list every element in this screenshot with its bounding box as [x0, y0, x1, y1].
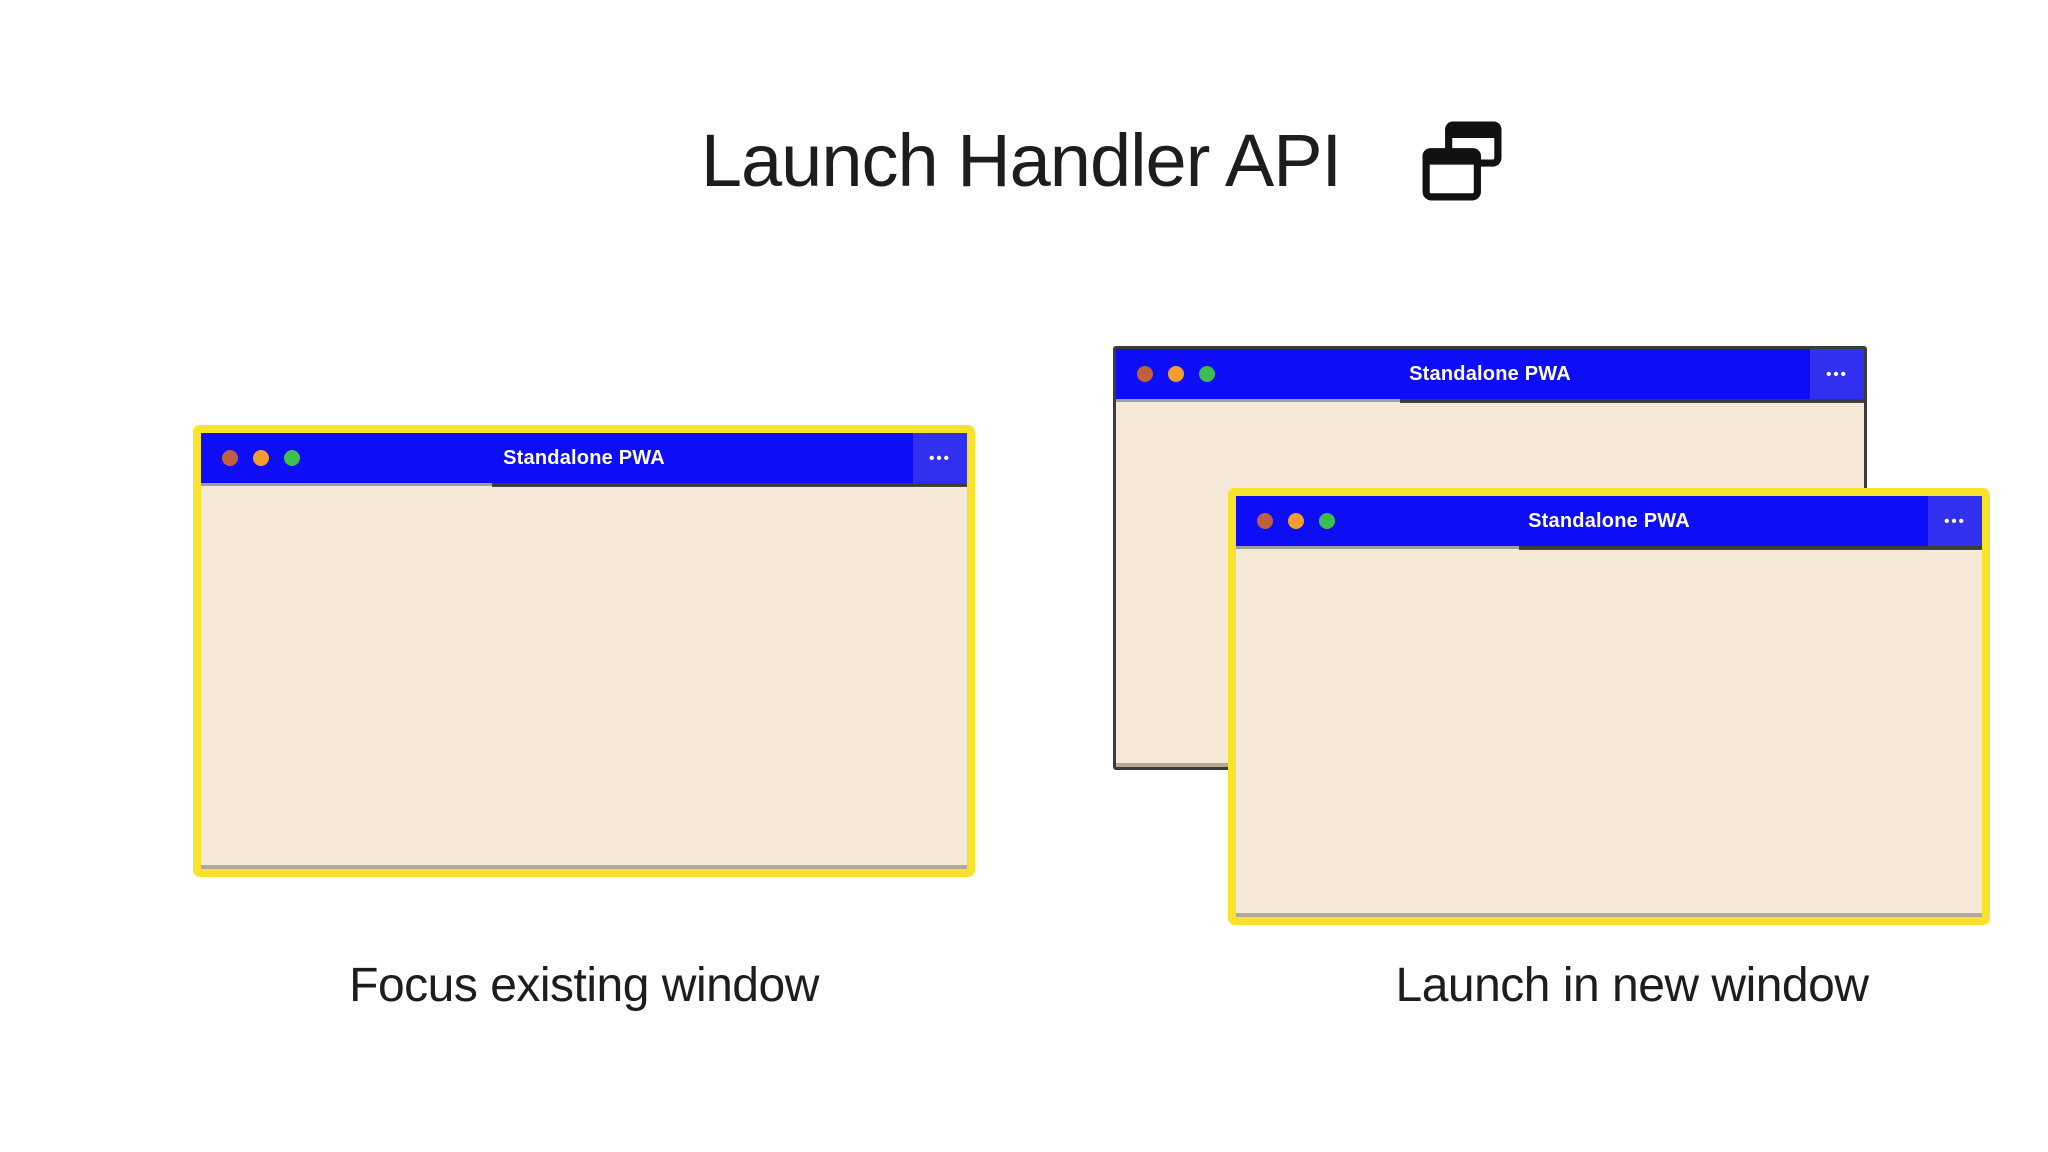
traffic-light-orange-icon[interactable]	[1288, 513, 1304, 529]
window-title: Standalone PWA	[1409, 362, 1571, 385]
window-title: Standalone PWA	[503, 446, 665, 469]
pwa-window-new-front: Standalone PWA •••	[1228, 488, 1990, 925]
ellipsis-icon: •••	[929, 449, 951, 467]
titlebar-shadow	[1400, 399, 1864, 403]
traffic-light-orange-icon[interactable]	[253, 450, 269, 466]
traffic-lights	[1257, 496, 1335, 546]
window-bottom-shadow	[1236, 913, 1982, 917]
traffic-light-red-icon[interactable]	[222, 450, 238, 466]
window-content	[1236, 546, 1982, 917]
traffic-lights	[1137, 349, 1215, 399]
caption-focus-existing: Focus existing window	[349, 959, 819, 1012]
window-content	[201, 483, 967, 869]
traffic-light-orange-icon[interactable]	[1168, 366, 1184, 382]
traffic-light-red-icon[interactable]	[1137, 366, 1153, 382]
traffic-light-green-icon[interactable]	[1199, 366, 1215, 382]
ellipsis-icon: •••	[1944, 512, 1966, 530]
titlebar-shadow	[492, 483, 967, 487]
caption-launch-new: Launch in new window	[1395, 959, 1869, 1012]
more-menu-button[interactable]: •••	[913, 433, 967, 483]
page-title: Launch Handler API	[700, 119, 1342, 202]
titlebar: Standalone PWA •••	[1236, 496, 1982, 546]
window-title: Standalone PWA	[1528, 509, 1690, 532]
traffic-light-green-icon[interactable]	[284, 450, 300, 466]
titlebar: Standalone PWA •••	[1116, 349, 1864, 399]
pwa-window-focus-existing: Standalone PWA •••	[193, 425, 975, 877]
multi-window-icon	[1422, 121, 1502, 200]
titlebar-shadow	[1519, 546, 1982, 550]
traffic-light-green-icon[interactable]	[1319, 513, 1335, 529]
more-menu-button[interactable]: •••	[1928, 496, 1982, 546]
more-menu-button[interactable]: •••	[1810, 349, 1864, 399]
heading-row: Launch Handler API	[78, 118, 2048, 203]
titlebar: Standalone PWA •••	[201, 433, 967, 483]
window-bottom-shadow	[201, 865, 967, 869]
traffic-light-red-icon[interactable]	[1257, 513, 1273, 529]
traffic-lights	[222, 433, 300, 483]
ellipsis-icon: •••	[1826, 365, 1848, 383]
